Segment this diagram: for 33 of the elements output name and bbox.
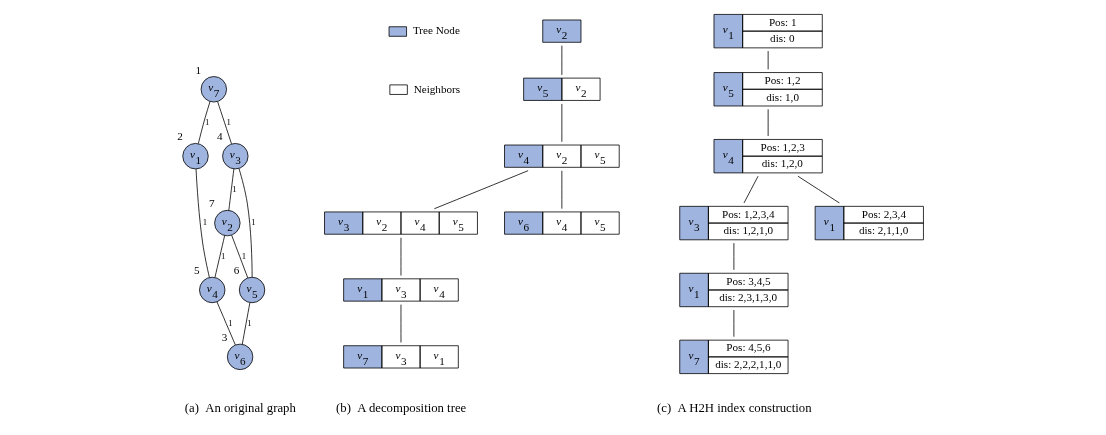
edge-label: 1 xyxy=(204,116,209,127)
label: (c) A H2H index construction xyxy=(656,401,812,416)
connector xyxy=(197,101,210,144)
label: (b) A decomposition tree xyxy=(335,401,466,416)
edge-label: 1 xyxy=(241,250,246,261)
edge-label: 1 xyxy=(250,217,256,228)
connector xyxy=(230,234,248,279)
node-label: 5 xyxy=(193,264,199,277)
connector xyxy=(227,168,234,211)
connector xyxy=(195,168,210,278)
legend-label: Neighbors xyxy=(413,82,460,95)
edge-label: 1 xyxy=(231,183,237,194)
label: (a) An original graph xyxy=(184,401,296,416)
connector xyxy=(216,101,232,145)
connector xyxy=(241,302,250,345)
node-label: 7 xyxy=(208,197,215,210)
legend-label: Tree Node xyxy=(412,24,460,37)
connector xyxy=(743,175,758,204)
connector xyxy=(797,175,840,204)
edge-label: 1 xyxy=(202,217,207,228)
node-label: 2 xyxy=(176,130,183,143)
node-label: 3 xyxy=(221,331,227,344)
edge-label: 1 xyxy=(226,116,231,127)
connector xyxy=(433,170,529,210)
node-label: 6 xyxy=(233,264,239,277)
edge-label: 1 xyxy=(227,317,233,328)
connector xyxy=(216,301,236,346)
node-label: 4 xyxy=(216,130,223,143)
connector xyxy=(214,235,225,278)
node-label: 1 xyxy=(195,63,201,76)
edge-label: 1 xyxy=(246,317,252,328)
connector xyxy=(238,168,253,278)
edge-label: 1 xyxy=(220,250,225,261)
